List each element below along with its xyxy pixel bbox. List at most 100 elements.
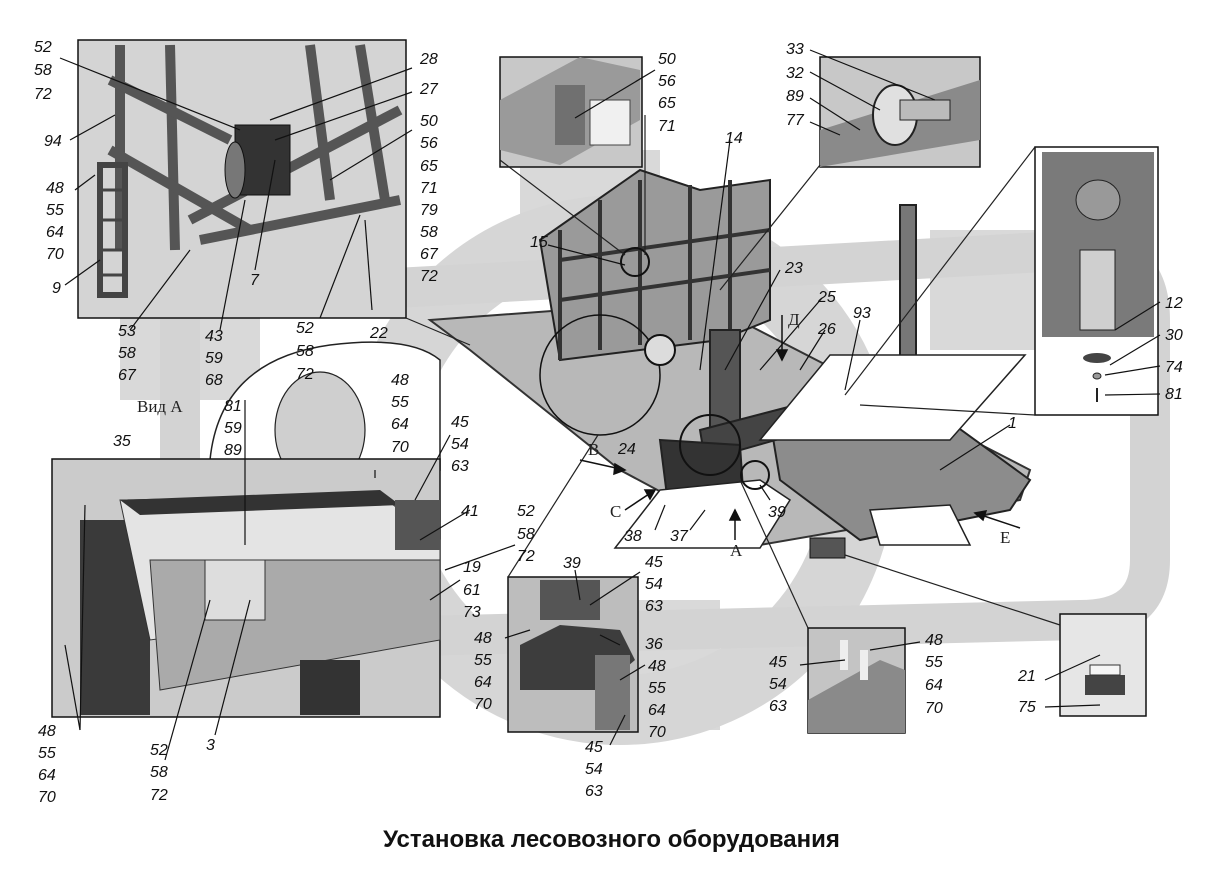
inset-bottom-left (51, 458, 441, 718)
label-74: 74 (1165, 359, 1183, 376)
label-tc-50: 50 (658, 51, 676, 68)
label-br-70: 70 (925, 700, 943, 717)
view-letters: Вид А В С Д А Е (137, 310, 1010, 560)
label-bl-55: 55 (38, 745, 56, 762)
label-67: 67 (420, 246, 439, 263)
label-bc-70b: 70 (648, 724, 666, 741)
label-bc-64: 64 (474, 674, 492, 691)
label-89: 89 (786, 88, 804, 105)
label-53: 53 (118, 323, 136, 340)
white-floor-d (758, 354, 1027, 441)
label-br-64: 64 (925, 677, 943, 694)
label-bc-55: 55 (474, 652, 492, 669)
label-52c: 52 (296, 320, 314, 337)
view-arrows (579, 315, 1021, 540)
label-58b: 58 (420, 224, 438, 241)
detail-circle-24 (539, 314, 661, 436)
label-bc-54b: 54 (585, 761, 603, 778)
label-tl-58: 58 (34, 62, 52, 79)
label-37: 37 (670, 528, 689, 545)
label-72c: 72 (296, 366, 314, 383)
white-floor-e (869, 504, 972, 546)
view-label-d: Д (788, 310, 800, 329)
leader-lines (59, 49, 1161, 761)
label-bl-52: 52 (517, 503, 535, 520)
label-43: 43 (205, 328, 223, 345)
label-93: 93 (853, 305, 871, 322)
detail-circle-15 (620, 247, 650, 277)
label-59: 59 (205, 350, 223, 367)
view-label-e: Е (1000, 528, 1010, 547)
label-73: 73 (463, 604, 481, 621)
label-m-81: 81 (224, 398, 242, 415)
label-15: 15 (530, 234, 548, 251)
label-22: 22 (369, 325, 388, 342)
label-br-55: 55 (925, 654, 943, 671)
label-bl-72b: 72 (150, 787, 168, 804)
label-36: 36 (645, 636, 663, 653)
label-67b: 67 (118, 367, 137, 384)
label-26: 26 (817, 321, 836, 338)
inset-top-left (77, 39, 407, 319)
label-32: 32 (786, 65, 804, 82)
label-tl-72: 72 (34, 86, 52, 103)
label-61: 61 (463, 582, 481, 599)
label-27: 27 (419, 81, 439, 98)
label-bl-52b: 52 (150, 742, 168, 759)
part-labels: 52 58 72 28 27 50 56 65 71 79 58 67 72 9… (34, 39, 1183, 806)
label-m-64: 64 (391, 416, 409, 433)
label-tl-52: 52 (34, 39, 52, 56)
connector-lines (405, 115, 1061, 629)
label-tc-56: 56 (658, 73, 676, 90)
label-br-45: 45 (769, 654, 787, 671)
inset-right (1034, 146, 1159, 416)
label-m-59: 59 (224, 420, 242, 437)
label-bc-70: 70 (474, 696, 492, 713)
label-94: 94 (44, 133, 62, 150)
label-39: 39 (768, 504, 786, 521)
label-bl-48: 48 (38, 723, 56, 740)
label-58d: 58 (118, 345, 136, 362)
label-79: 79 (420, 202, 438, 219)
label-bc-48b: 48 (648, 658, 666, 675)
label-56: 56 (420, 135, 438, 152)
detail-circle-39 (740, 460, 770, 490)
cab-guard (538, 168, 771, 362)
label-71: 71 (420, 180, 438, 197)
view-label-c: С (610, 502, 621, 521)
label-55: 55 (46, 202, 64, 219)
label-3: 3 (206, 737, 215, 754)
view-label-b: В (588, 440, 599, 459)
label-bc-64b: 64 (648, 702, 666, 719)
label-23: 23 (784, 260, 803, 277)
label-24: 24 (617, 441, 636, 458)
label-m-54: 54 (451, 436, 469, 453)
label-50: 50 (420, 113, 438, 130)
label-64: 64 (46, 224, 64, 241)
label-m-63: 63 (451, 458, 469, 475)
label-bl-72: 72 (517, 548, 535, 565)
label-72b: 72 (420, 268, 438, 285)
label-21: 21 (1017, 668, 1036, 685)
label-28: 28 (419, 51, 438, 68)
label-48: 48 (46, 180, 64, 197)
label-19: 19 (463, 559, 481, 576)
inset-top-center (499, 56, 643, 168)
label-7: 7 (250, 272, 260, 289)
label-33: 33 (786, 41, 804, 58)
label-m-55: 55 (391, 394, 409, 411)
label-tc-71: 71 (658, 118, 676, 135)
diagram-caption: Установка лесовозного оборудования (383, 826, 840, 853)
label-m-89: 89 (224, 442, 242, 459)
label-77: 77 (786, 112, 805, 129)
label-30: 30 (1165, 327, 1183, 344)
label-tc-65: 65 (658, 95, 676, 112)
label-35: 35 (113, 433, 131, 450)
label-br-48: 48 (925, 632, 943, 649)
label-14: 14 (725, 130, 743, 147)
label-65: 65 (420, 158, 438, 175)
label-1: 1 (1008, 415, 1017, 432)
label-bl-58: 58 (517, 526, 535, 543)
label-bc-48: 48 (474, 630, 492, 647)
